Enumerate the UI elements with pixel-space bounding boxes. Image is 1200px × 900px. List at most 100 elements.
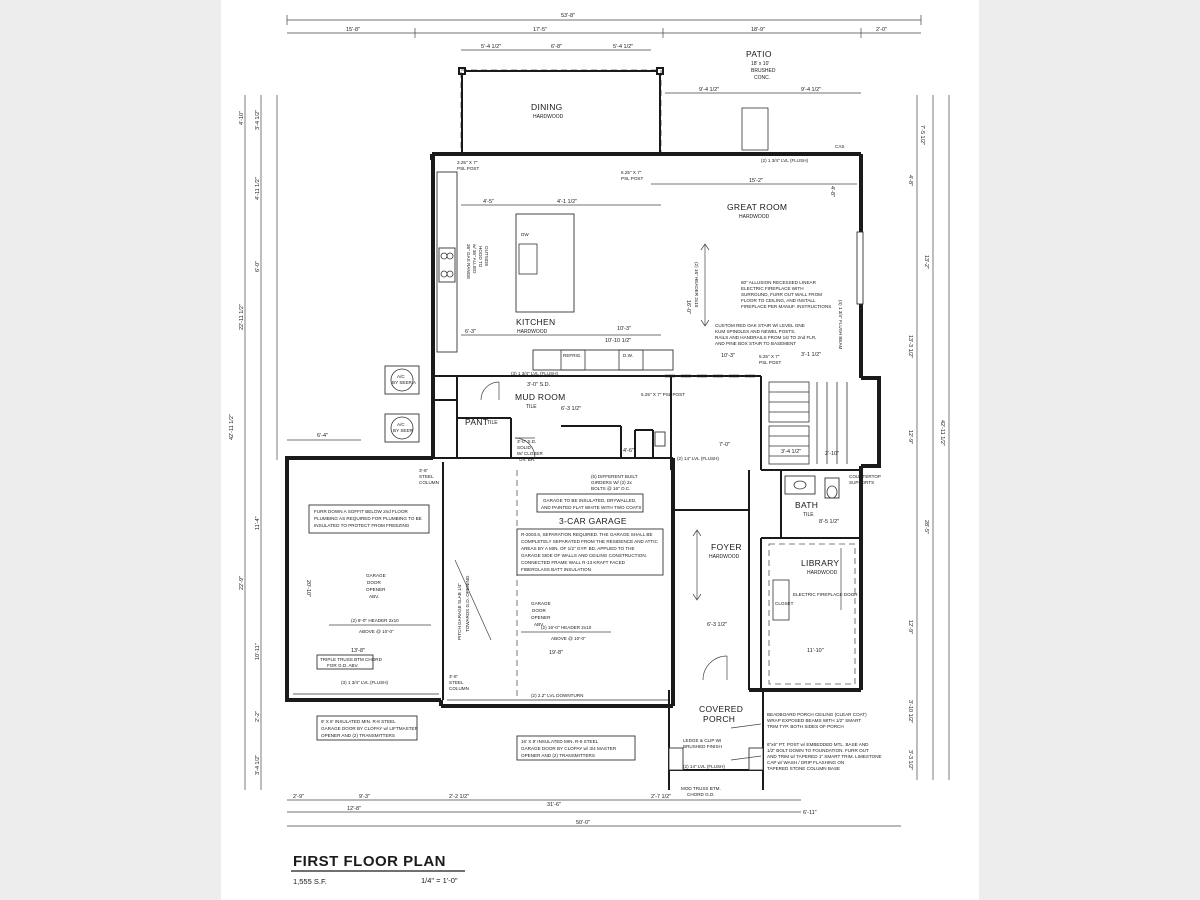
label-opener-1-b: DOOR xyxy=(367,580,381,585)
note-psl-post2-1: 5.25" X 7" xyxy=(621,170,642,175)
label-island-dw: DW xyxy=(521,232,529,237)
dim-kit-w1: 4'-5" xyxy=(483,199,494,205)
garage-pitch-note-1: PITCH GARAGE SLAB 1/4" xyxy=(457,583,462,640)
note-flush-beam: (4) 1 3/4" FLUSH BEAM xyxy=(838,300,843,350)
label-steel-col-top-1: 3'-6" xyxy=(419,468,429,473)
dim-right-c: 13'-2" xyxy=(923,255,929,269)
dim-right-i: 3'-10 1/2" xyxy=(907,700,913,723)
foyer-area: FOYER HARDWOOD 6'-3 1/2" xyxy=(692,529,742,681)
note-lvl-flush: (2) 14" LVL (FLUSH) xyxy=(677,456,719,461)
dim-left-k: 3'-4 1/2" xyxy=(255,755,261,775)
dim-left-i: 10'-11" xyxy=(255,643,261,660)
note-stone-2: BRUSHED FINISH xyxy=(683,744,722,749)
right-dimensions: 7'-5 1/2" 4'-8" 13'-2" 42'-11 1/2" 13'-3… xyxy=(907,95,950,780)
note-lumber2: (2) 1 3/4" LVL (FLUSH) xyxy=(761,158,809,163)
garage-area: FURR DOWN A SOFFIT BELOW 2nd FLOOR PLUMB… xyxy=(293,462,669,761)
dim-top-c: 18'-9" xyxy=(751,27,765,33)
dim-garage-w: 19'-8" xyxy=(549,650,563,656)
pant-sub: TILE xyxy=(487,420,498,426)
garage-door-header-1: (2) 9'-0" HEADER 2x10 xyxy=(351,618,399,623)
dim-kit-w3: 6'-3" xyxy=(465,329,476,335)
note-stud-1: (5) DIFFERENT BUILT xyxy=(591,474,638,479)
note-garage-sep-3: AREAS BY A MIN. OF 1/2" GYP. BD. APPLIED… xyxy=(521,546,635,551)
note-post-2: 1/2" BOLT DOWN TO FOUNDATION. FURR OUT xyxy=(767,748,869,753)
note-bath-door-2: SUPPORTS xyxy=(849,480,874,485)
label-steel-col-top-2: STEEL xyxy=(419,474,434,479)
sheet-scale: 1/4" = 1'-0" xyxy=(421,876,458,885)
library-closet: CLOSET xyxy=(775,601,794,606)
foyer-label: FOYER xyxy=(711,542,742,552)
dim-top-a: 15'-8" xyxy=(346,27,360,33)
ac2-sub: BY SEER xyxy=(393,428,414,433)
label-steel-col-1: 3'-6" xyxy=(449,674,459,679)
note-stone-1: LEDGE & CLIP WI xyxy=(683,738,721,743)
label-fire-door-1: 3'-0" S.D. xyxy=(517,439,536,444)
note-furr-3: INSULATED TO PROTECT FROM FREEZING xyxy=(314,523,410,528)
dim-left-f: 42'-11 1/2" xyxy=(229,414,235,440)
note-stair-1: CUSTOM RED OAK STAIR W/ LEVEL ONE xyxy=(715,323,805,328)
ac2-label: A/C xyxy=(397,422,405,427)
note-psl-post-1: 3.25" X 7" xyxy=(457,160,478,165)
garage-door-header-2: (2) 16'-0" HEADER 2x10 xyxy=(541,625,592,630)
patio-sub3: CONC. xyxy=(754,75,770,81)
stairs: 7'-0" 3'-4 1/2" 2'-10" xyxy=(719,381,848,465)
dim-great-h: 16'-0" xyxy=(685,300,691,314)
dim-right-j: 3'-3 1/2" xyxy=(907,750,913,770)
note-gdoor1-3: OPENER AND (2) TRANSMITTERS xyxy=(321,733,395,738)
label-opener-2-a: GARAGE xyxy=(531,601,551,606)
bottom-dimensions: 2'-9" 9'-3" 2'-2 1/2" 12'-8" 31'-6" 2'-7… xyxy=(287,794,901,827)
note-post-1: 6"x6" PT. POST w/ EMBEDDED MTL. BASE AND xyxy=(767,742,869,747)
note-lumber3: (2) 2.2" LVL DOWNTURN xyxy=(531,693,583,698)
note-gdoor2-1: 16' X 8' INSULATED MIN. R-8 STEEL xyxy=(521,739,599,744)
exterior-walls xyxy=(285,152,881,708)
patio-area: PATIO 18' x 10' BRUSHED CONC. xyxy=(741,49,776,151)
sheet-area: 1,555 S.F. xyxy=(293,877,327,886)
note-fireplace-1: 60" ALLUSION RECESSED LINEAR xyxy=(741,280,817,285)
pant-label: PANT xyxy=(465,417,488,427)
dim-garage-w2: 13'-8" xyxy=(351,648,365,654)
label-opener-1-a: GARAGE xyxy=(366,573,386,578)
note-header-great: (2) 16" HEADER 2x10 xyxy=(694,262,699,308)
label-opener-2-c: OPENER xyxy=(531,615,551,620)
note-stair-3: RAILS AND HANDRAILS FROM 1st TO 2nd FLR, xyxy=(715,335,816,340)
dim-bottom-c: 2'-2 1/2" xyxy=(449,794,469,800)
note-fireplace-4: FLOOR TO CEILING, AND INSTALL xyxy=(741,298,816,303)
drawing-sheet: 53'-8" 15'-8" 17'-5" 18'-9" 2'-0" 5'-4 1… xyxy=(221,0,979,900)
dim-garage-d: 20'-10" xyxy=(305,580,311,597)
note-gdoor1-1: 9' X 8' INSULATED MIN. R-8 STEEL xyxy=(321,719,396,724)
dim-right-h: 12'-9" xyxy=(907,620,913,634)
note-range-3: HOOD TO xyxy=(478,246,483,268)
dim-left-e: 22'-11 1/2" xyxy=(239,304,245,330)
dim-bottom-b: 9'-3" xyxy=(359,794,370,800)
dim-stair-width: 3'-4 1/2" xyxy=(781,449,801,455)
covered-porch-area: COVERED PORCH LEDGE & CLIP WI BRUSHED FI… xyxy=(668,690,882,797)
note-truss-2: FOR G.D. ABV. xyxy=(327,663,359,668)
dining-sub: HARDWOOD xyxy=(533,114,564,120)
dim-right-g: 28'-5" xyxy=(923,520,929,534)
dim-great-bottom: 10'-3" xyxy=(721,353,735,359)
dim-bottom-g: 6'-11" xyxy=(803,810,817,816)
note-psl-post2-2: PSL POST xyxy=(621,176,643,181)
note-stud-3: BOLTS @ 16" O.C. xyxy=(591,486,630,491)
garage-pitch-note-2: TOWARDS G.D. OPENING xyxy=(465,575,470,632)
dining-bay: DINING HARDWOOD xyxy=(458,67,664,155)
label-steel-col-top-3: COLUMN xyxy=(419,480,439,485)
garage-door-above-1: ABOVE @ 10'-0" xyxy=(359,629,394,634)
label-ref: REFRIG. xyxy=(563,353,582,358)
note-lumber-kitchen: (3) 1 3/4" LVL (FLUSH) xyxy=(511,371,559,376)
great-room-area: 15'-2" GREAT ROOM HARDWOOD (2) 16" HEADE… xyxy=(651,144,864,365)
patio-sub2: BRUSHED xyxy=(751,68,776,74)
dim-right-a: 7'-5 1/2" xyxy=(919,125,925,145)
dim-mud-right: 4'-6" xyxy=(623,448,634,454)
note-garage-sep-1: R-2003.6, SEPARATION REQUIRED. THE GARAG… xyxy=(521,532,653,537)
note-porch-truss-1: MOD TRUSS BTM. xyxy=(681,786,721,791)
top-dimensions: 53'-8" 15'-8" 17'-5" 18'-9" 2'-0" 5'-4 1… xyxy=(286,13,922,94)
dim-bottom-f: 2'-7 1/2" xyxy=(651,794,671,800)
floor-plan-drawing: 53'-8" 15'-8" 17'-5" 18'-9" 2'-0" 5'-4 1… xyxy=(229,13,950,886)
great-room-sub: HARDWOOD xyxy=(739,214,770,220)
note-garage-insulate-2: AND PAINTED FLAT WHITE WITH TWO COATS xyxy=(541,505,641,510)
dim-top-b: 17'-5" xyxy=(533,27,547,33)
dim-bottom-d: 12'-8" xyxy=(347,806,361,812)
library-sub: HARDWOOD xyxy=(807,570,838,576)
note-garage-sep-4: GARAGE SIDE OF WALLS AND CEILING CONSTRU… xyxy=(521,553,647,558)
